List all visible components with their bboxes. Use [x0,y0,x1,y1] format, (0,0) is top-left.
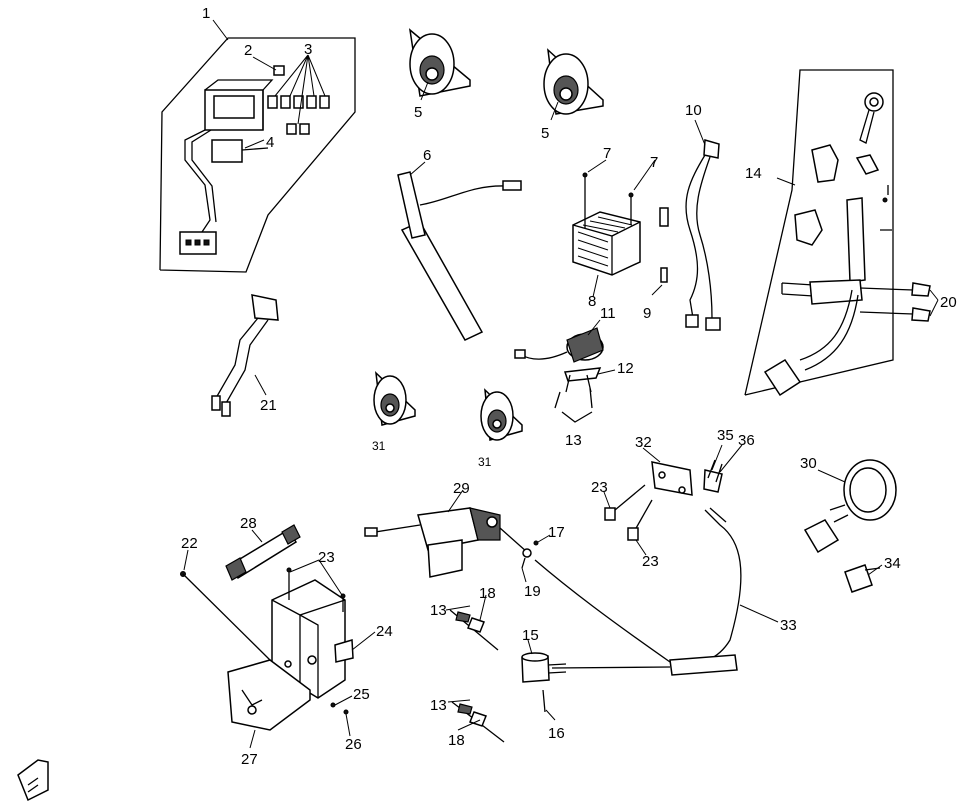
callout-18b: 18 [448,732,465,749]
clips-35-36 [703,459,723,493]
socket-34 [844,564,881,593]
callout-10: 10 [685,102,702,119]
actuator-29 [364,507,528,578]
callout-19: 19 [524,583,541,600]
callout-35: 35 [717,427,734,444]
speaker-right-5 [543,48,604,115]
callout-29: 29 [453,480,470,497]
callout-17: 17 [548,524,565,541]
callout-18a: 18 [479,585,496,602]
callout-23a: 23 [318,549,335,566]
plate-27 [227,659,349,731]
callout-3: 3 [304,41,312,58]
leader-lines [183,19,939,749]
callout-34: 34 [884,555,901,572]
callout-11: 11 [600,305,616,322]
callout-36: 36 [738,432,755,449]
callout-9: 9 [643,305,651,322]
callout-27: 27 [241,751,258,768]
fasteners-13-18-upper [449,609,499,651]
callout-6: 6 [423,147,431,164]
part-15-16 [521,652,567,713]
callout-14: 14 [745,165,762,182]
callout-21: 21 [260,397,277,414]
part-group-14-ignition [744,69,931,397]
horn-30 [803,459,897,554]
washers-17-19 [521,540,539,569]
speaker-left-5 [408,28,471,97]
horn-11 [514,327,604,423]
callout-4: 4 [266,134,274,151]
callout-24: 24 [376,623,393,640]
part-9 [659,207,669,283]
callout-7b: 7 [650,154,658,171]
part-group-1-fuse-box [159,37,356,273]
rod-22 [180,571,273,663]
fuse-holder-28 [225,524,301,581]
bracket-32 [604,461,693,541]
callout-20: 20 [940,294,957,311]
callout-16: 16 [548,725,565,742]
callout-13: 13 [565,432,582,449]
callout-26: 26 [345,736,362,753]
callout-13a: 13 [430,602,447,619]
callout-25: 25 [353,686,370,703]
speaker-31-right [480,388,523,441]
callout-31b: 31 [478,455,492,469]
module-8 [572,172,641,276]
harness-10 [685,139,721,331]
callout-23c: 23 [642,553,659,570]
callout-5a: 5 [414,104,422,121]
callout-32: 32 [635,434,652,451]
callout-31a: 31 [372,439,386,453]
fasteners-13-18-lower [451,701,505,743]
callout-2: 2 [244,42,252,59]
callout-1: 1 [202,5,210,22]
callout-30: 30 [800,455,817,472]
callout-22: 22 [181,535,198,552]
callout-5b: 5 [541,125,549,142]
speaker-31-left [373,371,416,426]
socket-21 [211,294,279,417]
callout-7a: 7 [603,145,611,162]
corner-logo-icon [17,759,49,802]
callout-13b: 13 [430,697,447,714]
callout-28: 28 [240,515,257,532]
antenna-6 [397,171,522,341]
callout-33: 33 [780,617,797,634]
callout-23b: 23 [591,479,608,496]
callout-12: 12 [617,360,634,377]
callout-8: 8 [588,293,596,310]
callout-labels: 1 2 3 4 5 5 6 7 7 8 9 10 11 12 13 14 20 … [181,5,957,768]
callout-15: 15 [522,627,539,644]
cable-33 [534,507,742,676]
